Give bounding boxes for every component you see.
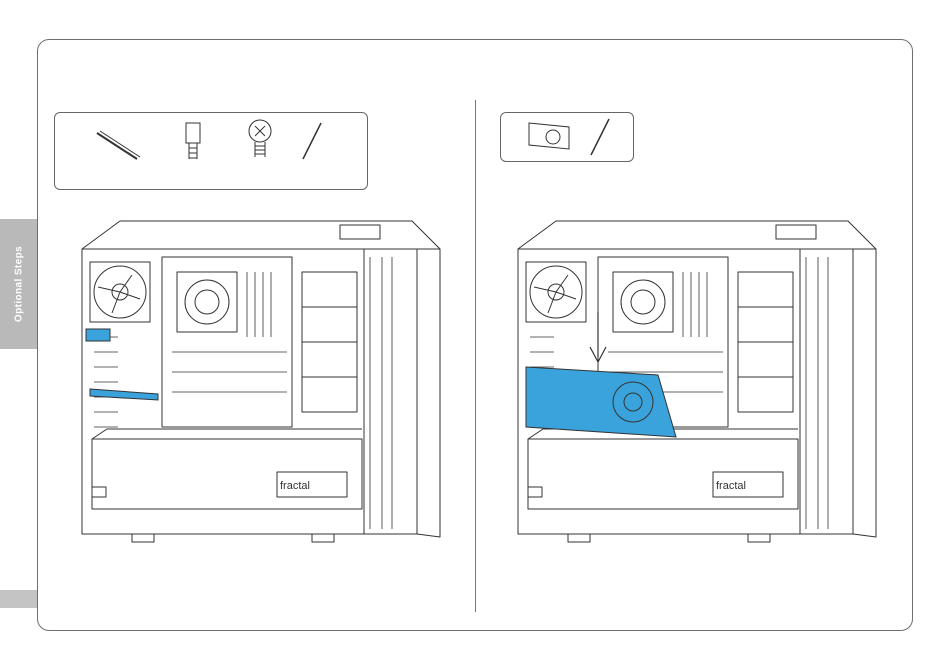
right-toolbox: [500, 112, 634, 162]
left-toolbox: [54, 112, 368, 190]
panel-divider: [475, 100, 476, 612]
riser-cable-highlight: [90, 389, 158, 400]
case-brand-logo: fractal: [280, 480, 310, 492]
screwdriver-icon: [301, 121, 325, 163]
right-case-illustration: fractal: [498, 217, 878, 557]
side-tab-label: Optional Steps: [13, 246, 24, 322]
screw-icon: [245, 119, 275, 161]
insert-arrow: [590, 312, 606, 362]
left-case-illustration: fractal: [62, 217, 442, 557]
side-tab-foot: [0, 590, 37, 608]
case-brand-logo-2: fractal: [716, 480, 746, 492]
riser-cable-highlight-a: [86, 329, 110, 341]
side-tab: Optional Steps: [0, 219, 37, 349]
screwdriver-icon-2: [589, 117, 613, 159]
graphics-card-icon: [525, 121, 571, 155]
riser-cable-icon: [95, 127, 145, 167]
standoff-icon: [183, 121, 203, 163]
